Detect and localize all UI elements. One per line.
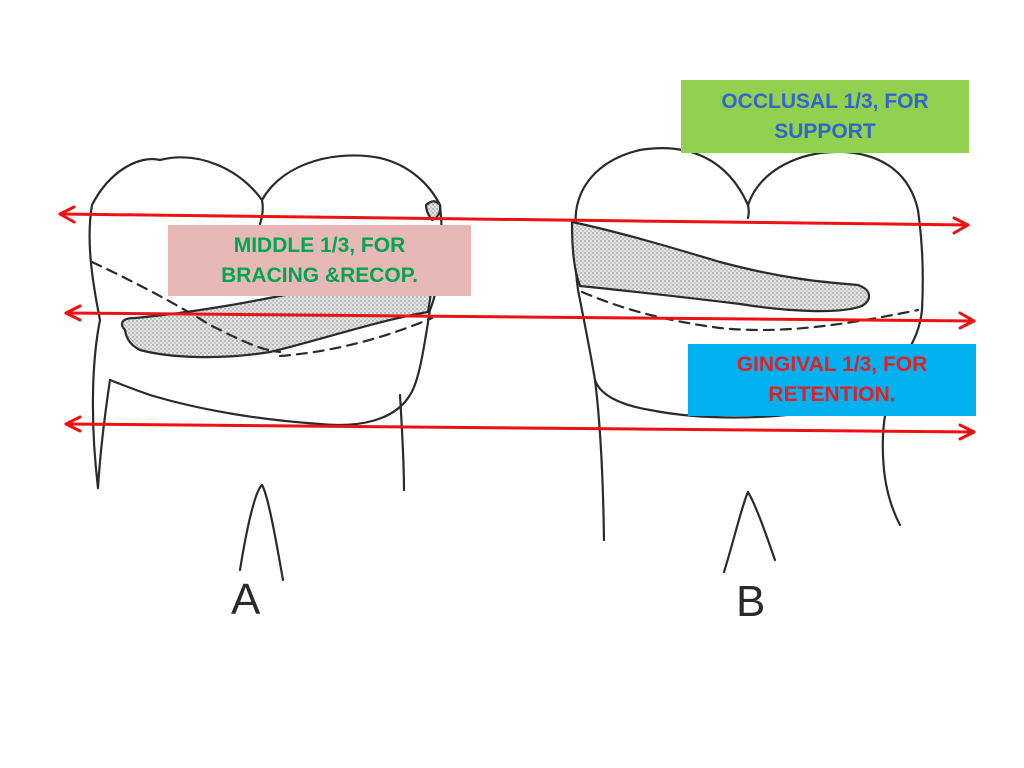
occlusal-label-line2: SUPPORT	[774, 119, 876, 143]
tooth-a-right-root	[398, 393, 406, 492]
tooth-b-left-root	[593, 378, 606, 542]
tooth-a-survey-line-upper	[90, 260, 282, 354]
tooth-a-survey-line-lower	[278, 316, 434, 358]
gingival-label-line1: GINGIVAL 1/3, FOR	[736, 353, 928, 376]
gingival-third-arrow	[64, 415, 976, 441]
survey-arrows	[58, 205, 976, 441]
tooth-a-cusp-groove	[258, 198, 264, 226]
occlusal-third-label: OCCLUSAL 1/3, FOR SUPPORT	[681, 80, 969, 153]
middle-third-label: MIDDLE 1/3, FOR BRACING &RECOP.	[168, 225, 471, 296]
occlusal-third-arrow	[58, 205, 970, 235]
figure-label-a: A	[231, 575, 261, 624]
tooth-a-shaded-tip	[424, 200, 442, 222]
tooth-a-crown-outline	[88, 154, 443, 490]
gingival-third-label: GINGIVAL 1/3, FOR RETENTION.	[688, 344, 976, 416]
middle-label-line1: MIDDLE 1/3, FOR	[233, 233, 406, 257]
gingival-label-line2: RETENTION.	[768, 383, 896, 406]
figure-label-b: B	[736, 577, 766, 626]
middle-label-line2: BRACING &RECOP.	[221, 263, 418, 287]
tooth-b-apex-marker	[722, 490, 777, 574]
tooth-a-left-root	[96, 378, 112, 490]
tooth-b-shaded-clasp	[570, 220, 871, 313]
tooth-b-crown-outline	[574, 147, 924, 419]
tooth-b	[570, 147, 924, 574]
tooth-a-apex-marker	[238, 483, 285, 582]
middle-third-arrow	[64, 304, 976, 330]
occlusal-label-line1: OCCLUSAL 1/3, FOR	[721, 89, 929, 113]
tooth-b-cusp-groove	[746, 203, 750, 220]
